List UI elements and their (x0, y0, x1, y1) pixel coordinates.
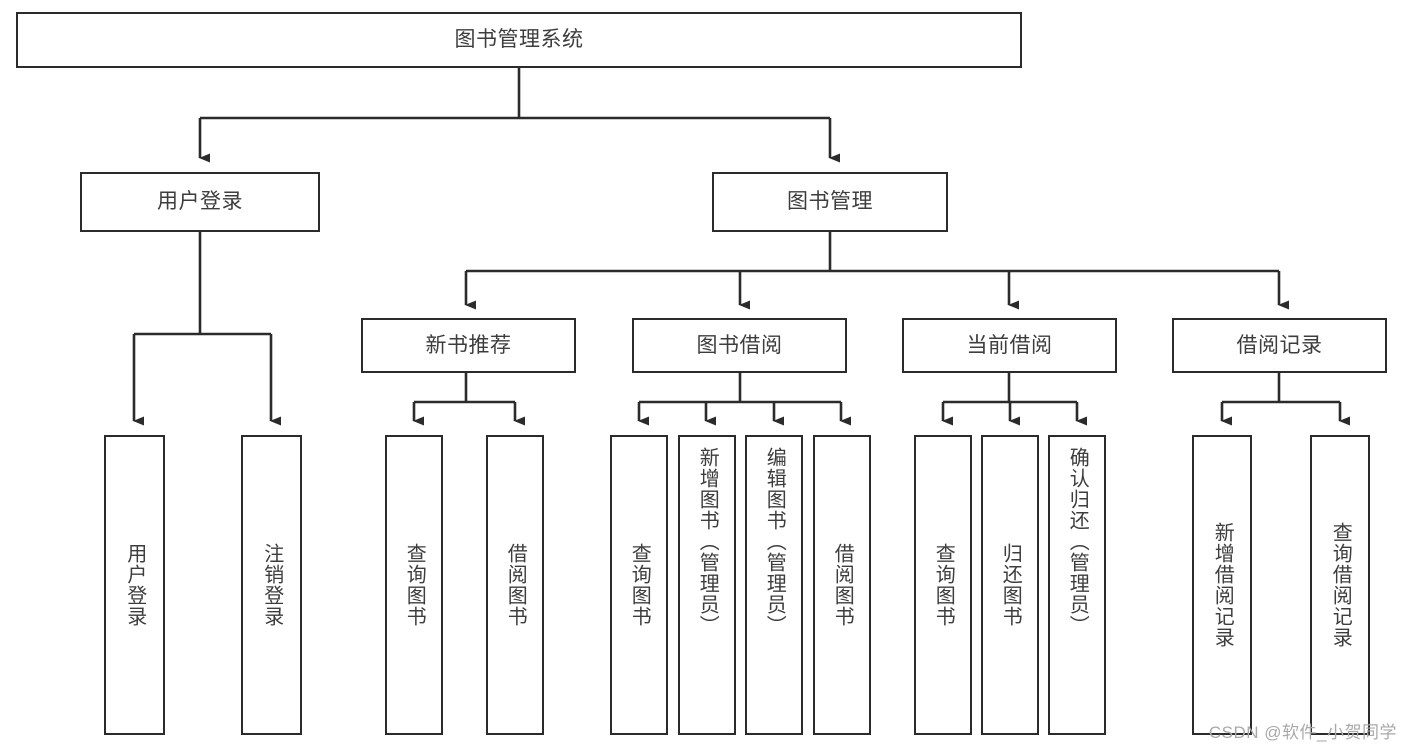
node-leaf-query-book-3[interactable]: 查询图书 (914, 435, 972, 735)
edge-userlogin-to-leaves (132, 232, 281, 426)
node-leaf-query-book-2[interactable]: 查询图书 (610, 435, 668, 735)
node-leaf-add-book-label: 新增图书（管理员） (696, 447, 719, 636)
node-current-borrow-label: 当前借阅 (966, 333, 1053, 357)
node-leaf-confirm-return-label: 确认归还（管理员） (1066, 447, 1089, 636)
node-book-borrow[interactable]: 图书借阅 (632, 318, 847, 373)
edge-bookmgmt-to-level3 (464, 232, 1289, 310)
node-book-management-label: 图书管理 (787, 190, 873, 214)
node-leaf-return-book[interactable]: 归还图书 (981, 435, 1039, 735)
node-leaf-query-book-3-label: 查询图书 (932, 543, 955, 627)
node-leaf-user-login[interactable]: 用户登录 (104, 435, 165, 735)
edge-borrowrecord-to-leaves (1220, 373, 1350, 426)
watermark-label: CSDN @软件_小贺同学 (1208, 723, 1397, 742)
node-new-book-recommend-label: 新书推荐 (425, 333, 512, 357)
node-leaf-query-record[interactable]: 查询借阅记录 (1310, 435, 1370, 735)
node-borrow-record[interactable]: 借阅记录 (1172, 318, 1387, 373)
node-leaf-borrow-book-1-label: 借阅图书 (504, 543, 527, 627)
node-leaf-borrow-book-2-label: 借阅图书 (831, 543, 854, 627)
node-leaf-borrow-book-2[interactable]: 借阅图书 (813, 435, 871, 735)
node-leaf-query-book-1[interactable]: 查询图书 (385, 435, 443, 735)
node-leaf-query-book-2-label: 查询图书 (628, 543, 651, 627)
node-root-label: 图书管理系统 (454, 28, 584, 52)
node-new-book-recommend[interactable]: 新书推荐 (361, 318, 576, 373)
node-user-login[interactable]: 用户登录 (80, 172, 320, 232)
edge-currentborrow-to-leaves (941, 373, 1087, 426)
node-leaf-edit-book[interactable]: 编辑图书（管理员） (745, 435, 803, 735)
node-borrow-record-label: 借阅记录 (1236, 333, 1323, 357)
node-user-login-label: 用户登录 (157, 190, 243, 214)
node-leaf-add-book[interactable]: 新增图书（管理员） (678, 435, 736, 735)
node-leaf-add-record-label: 新增借阅记录 (1211, 522, 1234, 648)
node-leaf-borrow-book-1[interactable]: 借阅图书 (486, 435, 544, 735)
edge-root-to-level2 (198, 68, 840, 163)
node-root[interactable]: 图书管理系统 (16, 12, 1022, 68)
node-leaf-user-login-label: 用户登录 (123, 543, 146, 627)
node-leaf-logout-login-label: 注销登录 (260, 543, 283, 627)
node-leaf-query-book-1-label: 查询图书 (403, 543, 426, 627)
node-book-borrow-label: 图书借阅 (696, 333, 783, 357)
node-book-management[interactable]: 图书管理 (712, 172, 948, 232)
edge-newbook-to-leaves (412, 373, 525, 426)
node-leaf-return-book-label: 归还图书 (999, 543, 1022, 627)
node-leaf-query-record-label: 查询借阅记录 (1329, 522, 1352, 648)
edge-bookborrow-to-leaves (637, 373, 851, 426)
node-leaf-add-record[interactable]: 新增借阅记录 (1192, 435, 1252, 735)
node-leaf-confirm-return[interactable]: 确认归还（管理员） (1048, 435, 1106, 735)
node-leaf-edit-book-label: 编辑图书（管理员） (763, 447, 786, 636)
node-current-borrow[interactable]: 当前借阅 (902, 318, 1117, 373)
node-leaf-logout-login[interactable]: 注销登录 (241, 435, 302, 735)
